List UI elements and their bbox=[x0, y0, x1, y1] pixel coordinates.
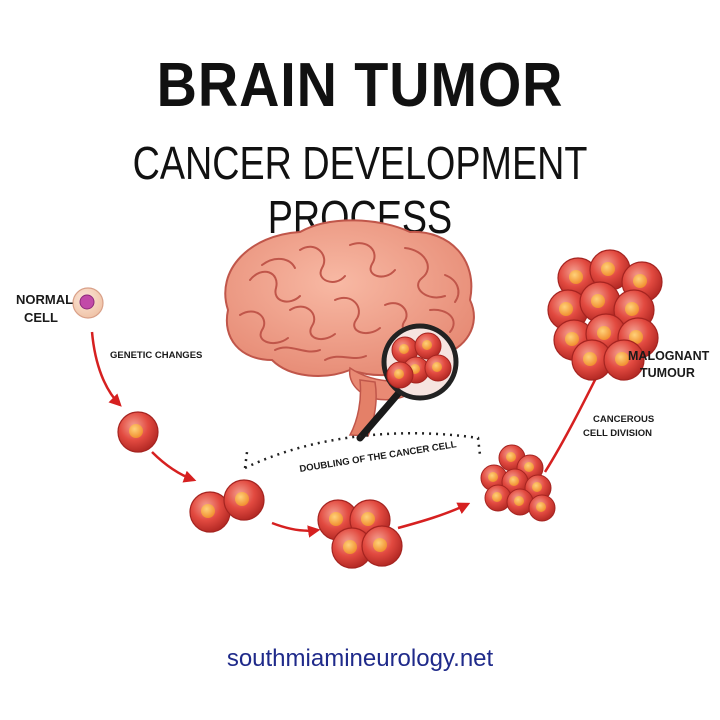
genetic-changes-label: GENETIC CHANGES bbox=[110, 350, 202, 361]
malignant-label-line2: TUMOUR bbox=[640, 366, 695, 380]
malignant-label-line1: MALOGNANT bbox=[628, 349, 710, 363]
cancer-cell-cluster bbox=[480, 444, 556, 522]
cancer-process-diagram: NORMAL CELL GENETIC CHANGES DOUBLING OF … bbox=[16, 219, 710, 569]
cancer-cell-pair bbox=[189, 479, 265, 533]
normal-cell bbox=[72, 287, 104, 319]
doubling-label: DOUBLING OF THE CANCER CELL bbox=[299, 439, 458, 475]
page-subtitle: CANCER DEVELOPMENT PROCESS bbox=[132, 137, 588, 243]
page-title: BRAIN TUMOR bbox=[156, 51, 564, 120]
cancer-cell-single bbox=[117, 411, 159, 453]
cancerous-label-line1: CANCEROUS bbox=[593, 414, 654, 425]
website-footer: southmiamineurology.net bbox=[226, 645, 494, 672]
normal-cell-label-line1: NORMAL bbox=[16, 292, 73, 307]
magnifying-glass-icon bbox=[356, 323, 459, 442]
cancerous-label-line2: CELL DIVISION bbox=[583, 428, 652, 439]
cancer-cell-quad bbox=[317, 499, 403, 569]
normal-cell-label-line2: CELL bbox=[24, 310, 58, 325]
